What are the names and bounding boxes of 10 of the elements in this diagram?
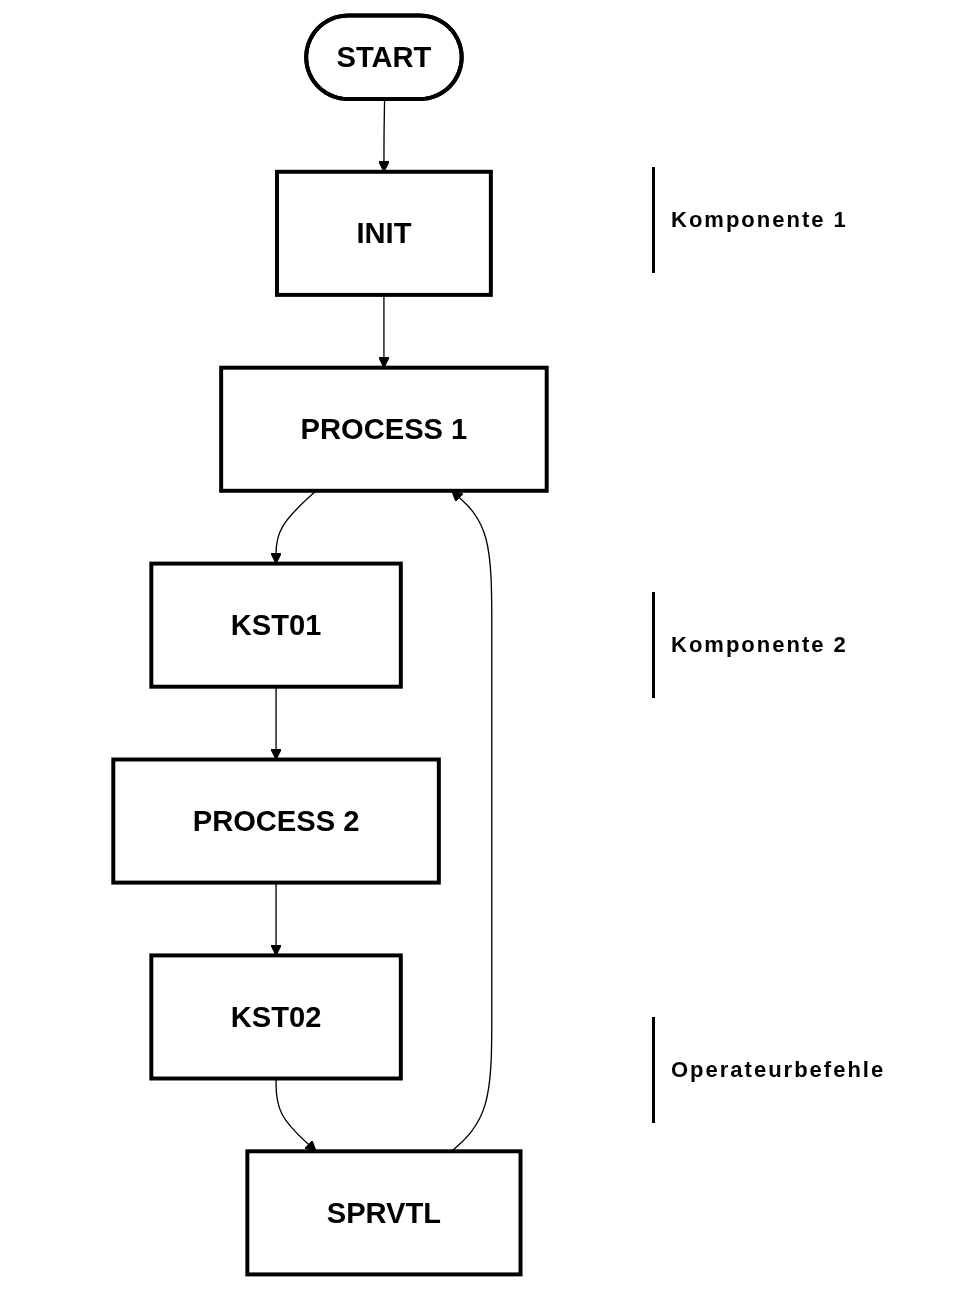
node-box: INIT <box>275 169 493 297</box>
node-box: SPRVTL <box>245 1149 523 1277</box>
node-box: KST02 <box>149 953 403 1081</box>
bracket-label: Komponente 2 <box>652 592 952 698</box>
node-box: PROCESS 2 <box>111 757 441 885</box>
bracket-label: Operateurbefehle <box>652 1016 952 1123</box>
node-box: PROCESS 1 <box>219 365 549 493</box>
arrow <box>451 490 493 1152</box>
bracket-label: Komponente 1 <box>652 167 952 274</box>
node-box: KST01 <box>149 561 403 689</box>
